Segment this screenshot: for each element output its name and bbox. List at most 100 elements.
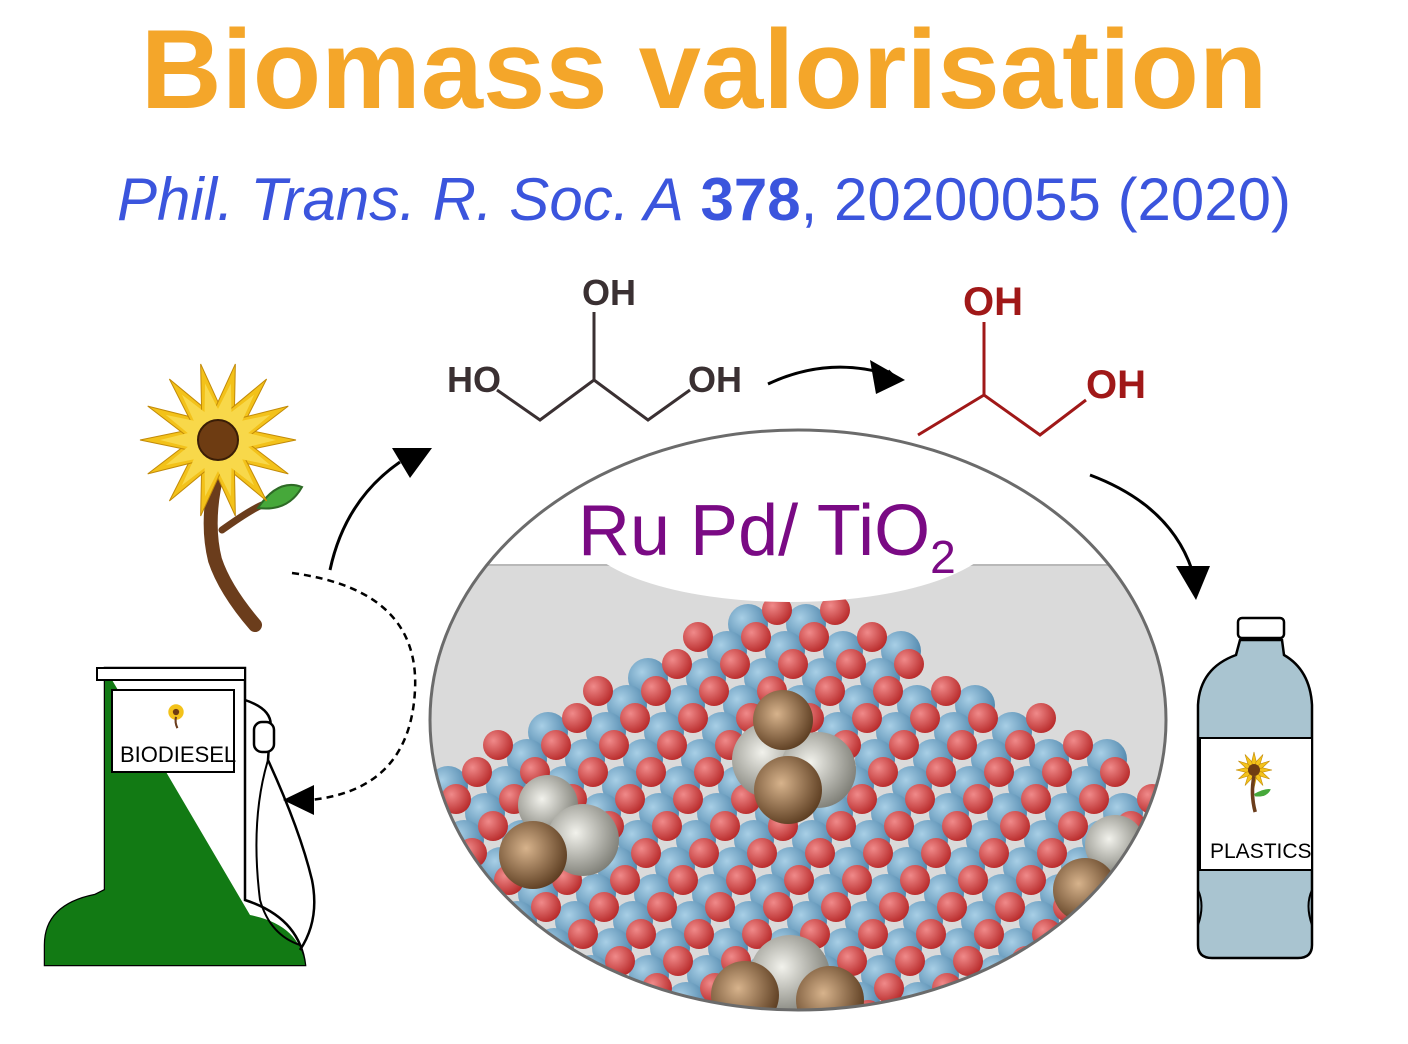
titanium-atom bbox=[430, 955, 437, 995]
oxygen-atom bbox=[294, 973, 324, 1003]
oxygen-atom bbox=[430, 892, 445, 922]
propanediol-molecule: OH OH bbox=[917, 280, 1146, 437]
titanium-atom bbox=[1383, 955, 1408, 995]
titanium-atom bbox=[328, 820, 368, 860]
oxygen-atom bbox=[1048, 973, 1078, 1003]
titanium-atom bbox=[1093, 955, 1133, 995]
oxygen-atom bbox=[805, 838, 835, 868]
leaf-icon bbox=[256, 483, 304, 510]
glycerol-ho-left: HO bbox=[447, 359, 501, 400]
titanium-atom bbox=[529, 1009, 569, 1010]
oxygen-atom bbox=[815, 676, 845, 706]
oxygen-atom bbox=[62, 973, 92, 1003]
ruthenium-atom bbox=[499, 821, 567, 889]
titanium-atom bbox=[492, 982, 532, 1010]
oxygen-atom bbox=[399, 838, 429, 868]
oxygen-atom bbox=[578, 757, 608, 787]
titanium-atom bbox=[476, 928, 516, 968]
oxygen-atom bbox=[631, 838, 661, 868]
titanium-atom bbox=[1161, 793, 1166, 833]
oxygen-atom bbox=[1169, 892, 1199, 922]
oxygen-atom bbox=[852, 703, 882, 733]
arrow-head-biodiesel bbox=[283, 785, 314, 815]
sunflower bbox=[139, 363, 304, 632]
oxygen-atom bbox=[662, 649, 692, 679]
oxygen-atom bbox=[778, 649, 808, 679]
oxygen-atom bbox=[641, 676, 671, 706]
titanium-atom bbox=[1209, 955, 1249, 995]
titanium-atom bbox=[202, 982, 242, 1022]
oxygen-atom bbox=[383, 784, 413, 814]
oxygen-atom bbox=[336, 919, 366, 949]
titanium-atom bbox=[455, 955, 495, 995]
titanium-atom bbox=[1056, 928, 1096, 968]
oxygen-atom bbox=[626, 919, 656, 949]
titanium-atom bbox=[7, 1009, 47, 1044]
titanium-atom bbox=[1225, 1009, 1265, 1044]
titanium-atom bbox=[65, 1009, 105, 1044]
titanium-atom bbox=[935, 1009, 975, 1010]
oxygen-atom bbox=[447, 1000, 477, 1010]
oxygen-atom bbox=[763, 892, 793, 922]
oxygen-atom bbox=[315, 946, 345, 976]
oxygen-atom bbox=[784, 865, 814, 895]
oxygen-atom bbox=[842, 865, 872, 895]
oxygen-atom bbox=[430, 811, 450, 841]
dashed-arrow-to-biodiesel bbox=[291, 571, 417, 802]
arrow-propanediol-to-plastics bbox=[1089, 473, 1194, 571]
oxygen-atom bbox=[820, 595, 850, 625]
oxygen-atom bbox=[236, 973, 266, 1003]
oxygen-atom bbox=[1011, 946, 1041, 976]
titanium-atom bbox=[286, 874, 326, 914]
oxygen-atom bbox=[974, 919, 1004, 949]
oxygen-atom bbox=[178, 973, 208, 1003]
oxygen-atom bbox=[1026, 703, 1056, 733]
oxygen-atom bbox=[694, 757, 724, 787]
oxygen-atom bbox=[436, 865, 466, 895]
titanium-atom bbox=[430, 793, 447, 833]
oxygen-atom bbox=[441, 784, 471, 814]
oxygen-atom bbox=[699, 676, 729, 706]
oxygen-atom bbox=[1005, 730, 1035, 760]
titanium-atom bbox=[381, 901, 421, 941]
oxygen-atom bbox=[1127, 946, 1157, 976]
oxygen-atom bbox=[900, 865, 930, 895]
oxygen-atom bbox=[953, 946, 983, 976]
oxygen-atom bbox=[1016, 865, 1046, 895]
oxygen-atom bbox=[636, 757, 666, 787]
oxygen-atom bbox=[468, 973, 498, 1003]
titanium-atom bbox=[1130, 982, 1166, 1010]
oxygen-atom bbox=[689, 838, 719, 868]
oxygen-atom bbox=[995, 892, 1025, 922]
titanium-atom bbox=[360, 928, 400, 968]
titanium-atom bbox=[430, 847, 463, 887]
titanium-atom bbox=[376, 982, 416, 1022]
titanium-atom bbox=[386, 820, 426, 860]
oxygen-atom bbox=[663, 946, 693, 976]
titanium-atom bbox=[1341, 1009, 1381, 1044]
titanium-atom bbox=[1404, 928, 1408, 968]
citation-volume: 378 bbox=[700, 166, 801, 233]
oxygen-atom bbox=[1090, 919, 1120, 949]
titanium-atom bbox=[434, 982, 474, 1010]
oxygen-atom bbox=[847, 784, 877, 814]
glycerol-oh-right: OH bbox=[688, 359, 742, 400]
oxygen-atom bbox=[610, 865, 640, 895]
oxygen-atom bbox=[963, 784, 993, 814]
oxygen-atom bbox=[1153, 838, 1166, 868]
oxygen-atom bbox=[41, 1000, 71, 1030]
oxygen-atom bbox=[373, 946, 403, 976]
oxygen-atom bbox=[1143, 1000, 1166, 1010]
oxygen-atom bbox=[1396, 973, 1408, 1003]
oxygen-atom bbox=[599, 730, 629, 760]
oxygen-atom bbox=[726, 865, 756, 895]
oxygen-atom bbox=[799, 622, 829, 652]
oxygen-atom bbox=[394, 919, 424, 949]
titanium-atom bbox=[1114, 928, 1154, 968]
oxygen-atom bbox=[1343, 892, 1373, 922]
oxygen-atom bbox=[568, 919, 598, 949]
oxygen-atom bbox=[1000, 811, 1030, 841]
oxygen-atom bbox=[858, 919, 888, 949]
oxygen-atom bbox=[1058, 811, 1088, 841]
